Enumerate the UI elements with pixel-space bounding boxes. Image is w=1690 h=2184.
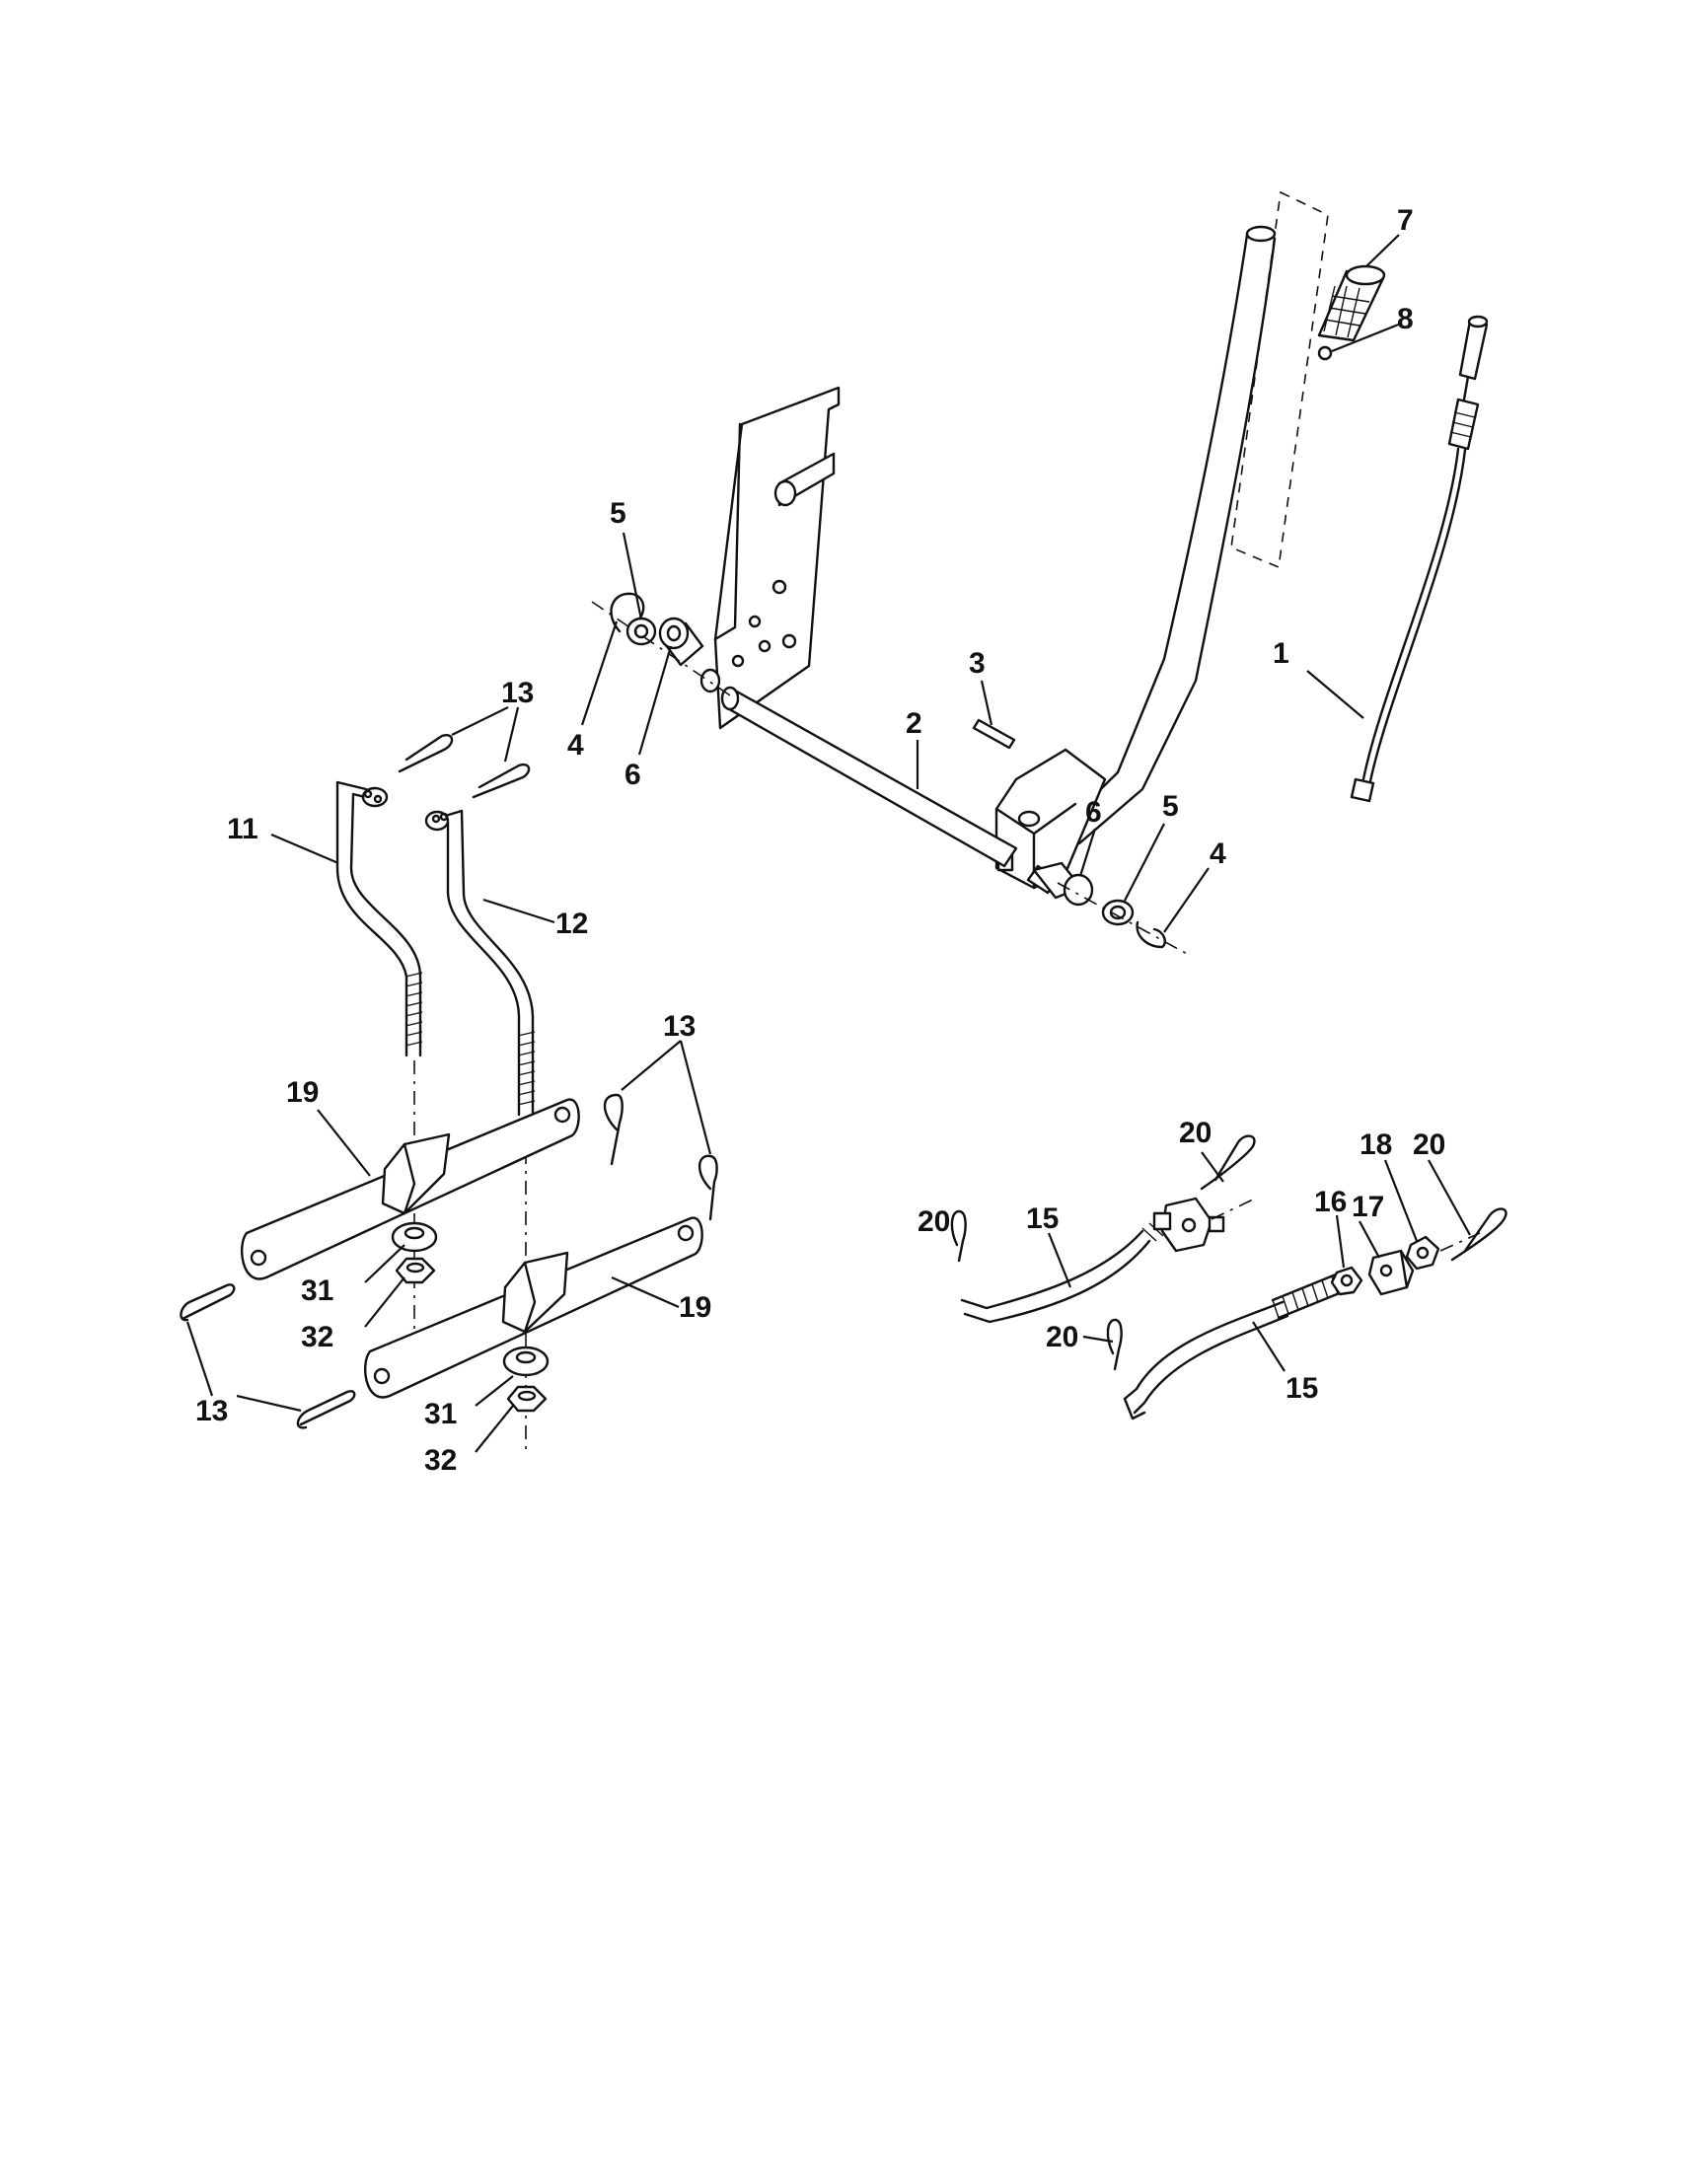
callout-4: 4 (567, 729, 584, 762)
callout-11: 11 (227, 813, 258, 845)
washer-left (625, 617, 657, 646)
nut-16 (1330, 1266, 1363, 1296)
callout-8: 8 (1397, 303, 1414, 335)
hairpin-clip-arm-bottom (296, 1390, 356, 1429)
lift-arm-upper (240, 1098, 580, 1280)
handle-grip (1317, 264, 1386, 342)
callout-19: 19 (286, 1076, 319, 1109)
callout-32: 32 (424, 1444, 457, 1477)
hairpin-clip-arm-right (698, 1154, 718, 1221)
callout-20: 20 (1179, 1117, 1212, 1149)
retaining-ring-left (610, 592, 645, 633)
callout-31: 31 (424, 1398, 457, 1430)
callout-5: 5 (1162, 790, 1179, 823)
callout-18: 18 (1359, 1128, 1392, 1161)
lift-cable (1350, 315, 1489, 803)
callout-32: 32 (301, 1321, 333, 1353)
lift-shaft (699, 668, 1060, 895)
callout-20: 20 (1413, 1128, 1445, 1161)
callout-31: 31 (301, 1274, 333, 1307)
bushing-31-lower (502, 1346, 550, 1377)
adjustment-rod-lower (1123, 1273, 1344, 1420)
lift-arm-lower (363, 1216, 703, 1399)
hairpin-clip-top-right (472, 763, 531, 799)
trunnion-17 (1367, 1249, 1415, 1296)
nut-32-lower (506, 1385, 548, 1413)
callout-20: 20 (918, 1205, 950, 1238)
callout-13: 13 (501, 677, 534, 709)
nut-32-upper (395, 1257, 436, 1284)
washer-right (1101, 899, 1135, 926)
hairpin-clip-20-left (950, 1209, 967, 1263)
callout-6: 6 (1085, 796, 1102, 829)
leader-lines (185, 234, 1471, 1453)
hairpin-clip-20-lower (1106, 1318, 1123, 1371)
thread-right (517, 1031, 536, 1106)
hairpin-clip-20-upper (1200, 1134, 1256, 1191)
hairpin-clip-20-right (1450, 1207, 1507, 1262)
lift-link-left (335, 780, 423, 1057)
mounting-plate (713, 386, 841, 730)
callout-4: 4 (1210, 837, 1226, 870)
callout-20: 20 (1046, 1321, 1078, 1353)
bushing-left (658, 617, 704, 667)
lift-link-right (424, 809, 536, 1117)
retaining-ring-right (1136, 920, 1166, 949)
callout-13: 13 (663, 1010, 696, 1043)
callout-2: 2 (906, 707, 922, 740)
callout-7: 7 (1397, 204, 1414, 237)
callout-13: 13 (195, 1395, 228, 1427)
lift-handle (994, 225, 1277, 890)
hairpin-clip-top-left (398, 734, 454, 773)
callout-6: 6 (625, 759, 641, 791)
callout-1: 1 (1273, 637, 1289, 670)
callouts: 1 2 3 4 4 5 5 6 6 7 8 11 12 13 13 13 15 … (195, 204, 1445, 1477)
bushing-31-upper (391, 1221, 438, 1253)
callout-16: 16 (1314, 1186, 1347, 1218)
adjustment-rod-upper (960, 1217, 1171, 1324)
hairpin-clip-arm-left (180, 1283, 236, 1322)
callout-15: 15 (1286, 1372, 1318, 1405)
thread-left (404, 972, 423, 1047)
trunnion-upper (1152, 1197, 1225, 1253)
grip-plug (1317, 345, 1333, 361)
hairpin-clip-arm-top (603, 1093, 624, 1166)
nut-18 (1405, 1235, 1440, 1271)
callout-17: 17 (1352, 1191, 1384, 1223)
roll-pin (972, 718, 1016, 750)
callout-3: 3 (969, 647, 986, 680)
callout-5: 5 (610, 497, 626, 530)
callout-15: 15 (1026, 1202, 1059, 1235)
callout-19: 19 (679, 1291, 711, 1324)
callout-12: 12 (555, 908, 588, 940)
